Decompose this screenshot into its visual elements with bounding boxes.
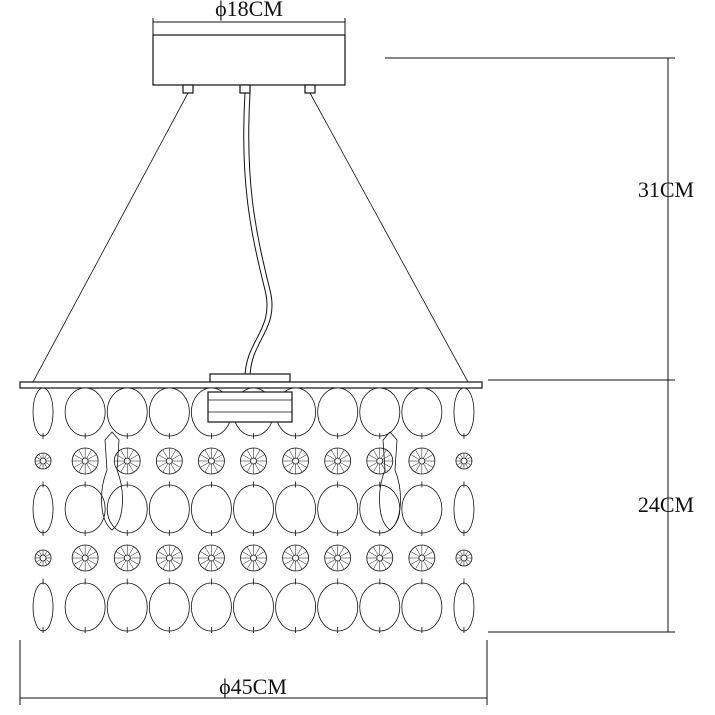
crystal-disc	[64, 387, 106, 437]
shade-height-label: 24CM	[638, 492, 694, 517]
crystal-rosette	[34, 452, 52, 470]
crystal-disc	[106, 484, 148, 534]
shade-diameter-label: ϕ45CM	[219, 674, 287, 699]
crystal-disc	[106, 387, 148, 437]
crystal-rosette	[198, 544, 225, 572]
crystal-rosette	[198, 447, 225, 475]
crystal-disc	[190, 582, 232, 632]
crystal-rosette	[240, 544, 267, 572]
crystal-disc	[32, 484, 54, 534]
crystal-rosette	[71, 544, 99, 572]
crystal-rosette	[71, 447, 99, 475]
canopy-screws	[182, 84, 316, 94]
power-cord	[243, 92, 268, 379]
crystal-disc	[233, 582, 274, 632]
crystal-rosette	[34, 549, 52, 567]
crystal-disc	[317, 387, 359, 437]
drop-height-label: 31CM	[638, 177, 694, 202]
crystal-rosette	[408, 544, 436, 572]
crystal-rosette	[155, 544, 183, 572]
crystal-disc	[453, 484, 475, 534]
crystal-disc	[148, 387, 190, 437]
crystal-disc	[401, 484, 443, 534]
crystal-disc	[275, 582, 317, 632]
crystal-disc	[359, 387, 401, 437]
crystal-disc	[401, 582, 443, 632]
crystal-rosette	[282, 544, 309, 572]
crystal-disc	[453, 582, 475, 632]
shade-height-dimension: 24CM	[488, 379, 694, 633]
center-fixture	[207, 391, 293, 423]
suspension-cables	[32, 92, 469, 383]
crystal-disc	[148, 484, 190, 534]
crystal-rosette	[240, 447, 267, 475]
crystal-disc	[64, 484, 106, 534]
crystal-rosette	[113, 544, 141, 572]
crystal-disc	[453, 387, 475, 437]
crystal-rosette	[324, 447, 352, 475]
crystal-rosette	[324, 544, 352, 572]
crystal-rosette	[408, 447, 436, 475]
crystal-disc	[64, 582, 106, 632]
crystal-disc-shade	[32, 387, 475, 633]
crystal-disc	[233, 484, 274, 534]
crystal-rosette	[282, 447, 309, 475]
crystal-rosette	[455, 452, 473, 470]
canopy-diameter-label: ϕ18CM	[215, 0, 283, 21]
crystal-rosette	[113, 447, 141, 475]
crystal-disc	[32, 387, 54, 437]
drop-height-dimension: 31CM	[385, 57, 694, 380]
crystal-disc	[106, 582, 148, 632]
bulbs	[101, 431, 401, 531]
crystal-disc	[148, 582, 190, 632]
crystal-disc	[317, 582, 359, 632]
crystal-disc	[32, 582, 54, 632]
shade-width-dimension: ϕ45CM	[19, 640, 488, 705]
crystal-rosette	[155, 447, 183, 475]
crystal-rosette	[455, 549, 473, 567]
crystal-disc	[401, 387, 443, 437]
crystal-rosette	[366, 544, 394, 572]
crystal-disc	[190, 484, 232, 534]
crystal-disc	[359, 582, 401, 632]
crystal-rosette	[366, 447, 394, 475]
crystal-disc	[317, 484, 359, 534]
shade-top-ring	[19, 373, 483, 389]
ceiling-canopy	[152, 34, 346, 86]
crystal-disc	[275, 484, 317, 534]
